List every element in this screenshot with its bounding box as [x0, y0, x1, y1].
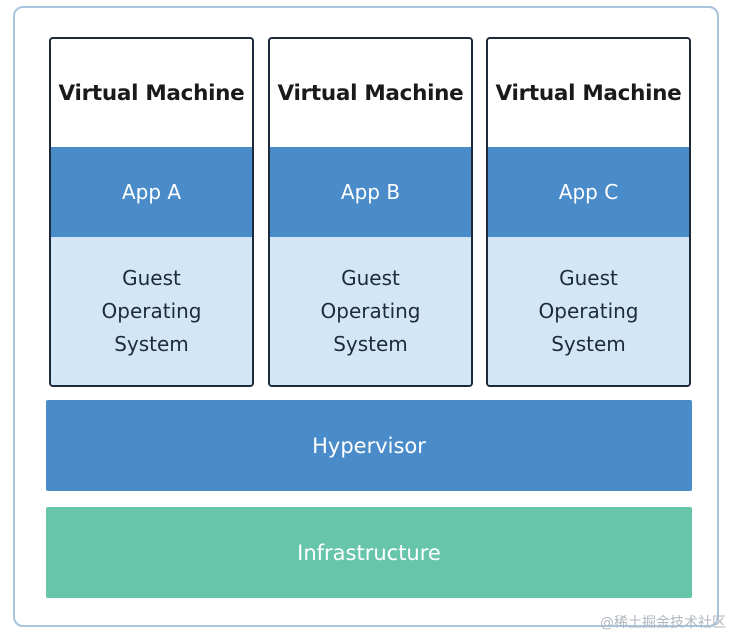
diagram-frame [13, 6, 719, 627]
guest-os-line: Operating [538, 298, 639, 323]
guest-os-line: Guest [341, 265, 400, 290]
virtual-machine-c: Virtual Machine App C Guest Operating Sy… [486, 37, 691, 387]
guest-os-line: Operating [101, 298, 202, 323]
guest-os-layer: Guest Operating System [488, 237, 689, 385]
watermark: @稀土掘金技术社区 [600, 615, 726, 631]
app-a-layer: App A [51, 147, 252, 237]
guest-os-layer: Guest Operating System [51, 237, 252, 385]
vm-title: Virtual Machine [277, 80, 464, 106]
guest-os-line: Guest [122, 265, 181, 290]
guest-os-line: Guest [559, 265, 618, 290]
vm-title: Virtual Machine [58, 80, 245, 106]
guest-os-line: Operating [320, 298, 421, 323]
hypervisor-layer: Hypervisor [46, 400, 692, 491]
guest-os-line: System [114, 331, 189, 356]
guest-os-layer: Guest Operating System [270, 237, 471, 385]
vm-title: Virtual Machine [495, 80, 682, 106]
app-c-layer: App C [488, 147, 689, 237]
virtual-machine-a: Virtual Machine App A Guest Operating Sy… [49, 37, 254, 387]
guest-os-line: System [551, 331, 626, 356]
app-b-layer: App B [270, 147, 471, 237]
infrastructure-layer: Infrastructure [46, 507, 692, 598]
virtual-machine-b: Virtual Machine App B Guest Operating Sy… [268, 37, 473, 387]
guest-os-line: System [333, 331, 408, 356]
